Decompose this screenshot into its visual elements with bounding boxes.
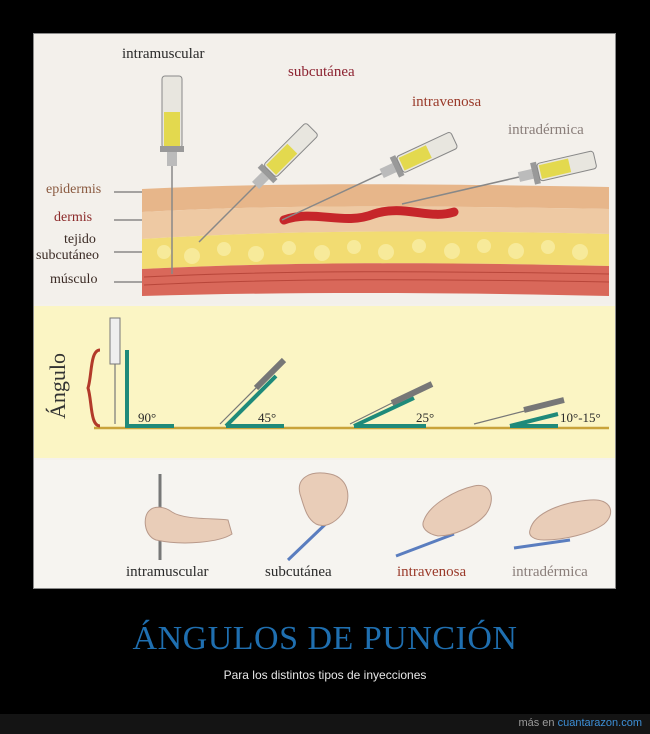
muscle-fibers — [143, 271, 610, 286]
fat-globules — [157, 239, 588, 264]
infographic-frame: intramuscular subcutánea intravenosa int… — [33, 33, 616, 589]
angle-value-90: 90° — [138, 410, 157, 425]
syringe-intradermal — [401, 150, 597, 205]
footer-prefix: más en — [518, 717, 555, 729]
hand-technique-panel: intramuscular subcutánea intravenosa int… — [34, 460, 615, 588]
caption-intradermal: intradérmica — [512, 564, 588, 580]
syringe-subcutaneous — [198, 123, 318, 243]
syringe-intramuscular — [160, 75, 184, 274]
caption-intravenous: intravenosa — [397, 564, 467, 580]
hand-illustrations — [144, 472, 612, 562]
footer-site-link[interactable]: cuantarazon.com — [557, 717, 642, 729]
skin-cross-section — [114, 75, 610, 296]
angle-value-10-15: 10°-15° — [560, 410, 601, 425]
label-intradermal: intradérmica — [508, 122, 584, 138]
caption-subcutaneous: subcutánea — [265, 564, 332, 580]
label-subcutaneous: subcutánea — [288, 64, 355, 80]
epidermis-layer — [142, 184, 609, 212]
blood-vessel — [279, 206, 459, 225]
angle-marker-10-15 — [473, 397, 565, 428]
hand-intradermal — [513, 499, 612, 550]
hand-subcutaneous — [286, 472, 349, 562]
angle-marker-25 — [349, 381, 434, 428]
angle-diagrams — [86, 317, 609, 430]
angle-value-45: 45° — [258, 410, 277, 425]
post-subtitle: Para los distintos tipos de inyecciones — [223, 668, 427, 682]
label-intramuscular: intramuscular — [122, 46, 205, 62]
label-dermis: dermis — [54, 210, 93, 225]
label-epidermis: epidermis — [46, 182, 102, 197]
dermis-layer — [142, 206, 609, 239]
angle-panel: Ángulo 90° 45° 25° 10°-15° — [34, 306, 615, 458]
label-muscle: músculo — [50, 272, 98, 287]
layer-leader-lines — [114, 191, 142, 283]
angle-marker-90 — [109, 317, 174, 428]
hand-intravenous — [395, 484, 492, 558]
post-title: ÁNGULOS DE PUNCIÓN — [132, 620, 518, 657]
angle-section-label: Ángulo — [45, 353, 70, 419]
caption-intramuscular: intramuscular — [126, 564, 209, 580]
syringe-intravenous — [281, 132, 458, 221]
skin-section-panel: intramuscular subcutánea intravenosa int… — [34, 34, 615, 304]
label-tissue-line2: subcutáneo — [36, 248, 99, 263]
label-intravenous: intravenosa — [412, 94, 482, 110]
angle-marker-45 — [219, 357, 287, 428]
label-tissue-line1: tejido — [64, 232, 96, 247]
hand-intramuscular — [144, 474, 233, 560]
angle-brace — [86, 348, 101, 428]
angle-value-25: 25° — [416, 410, 435, 425]
footer-text: más en cuantarazon.com — [518, 717, 642, 729]
site-footer: más en cuantarazon.com — [0, 714, 650, 734]
